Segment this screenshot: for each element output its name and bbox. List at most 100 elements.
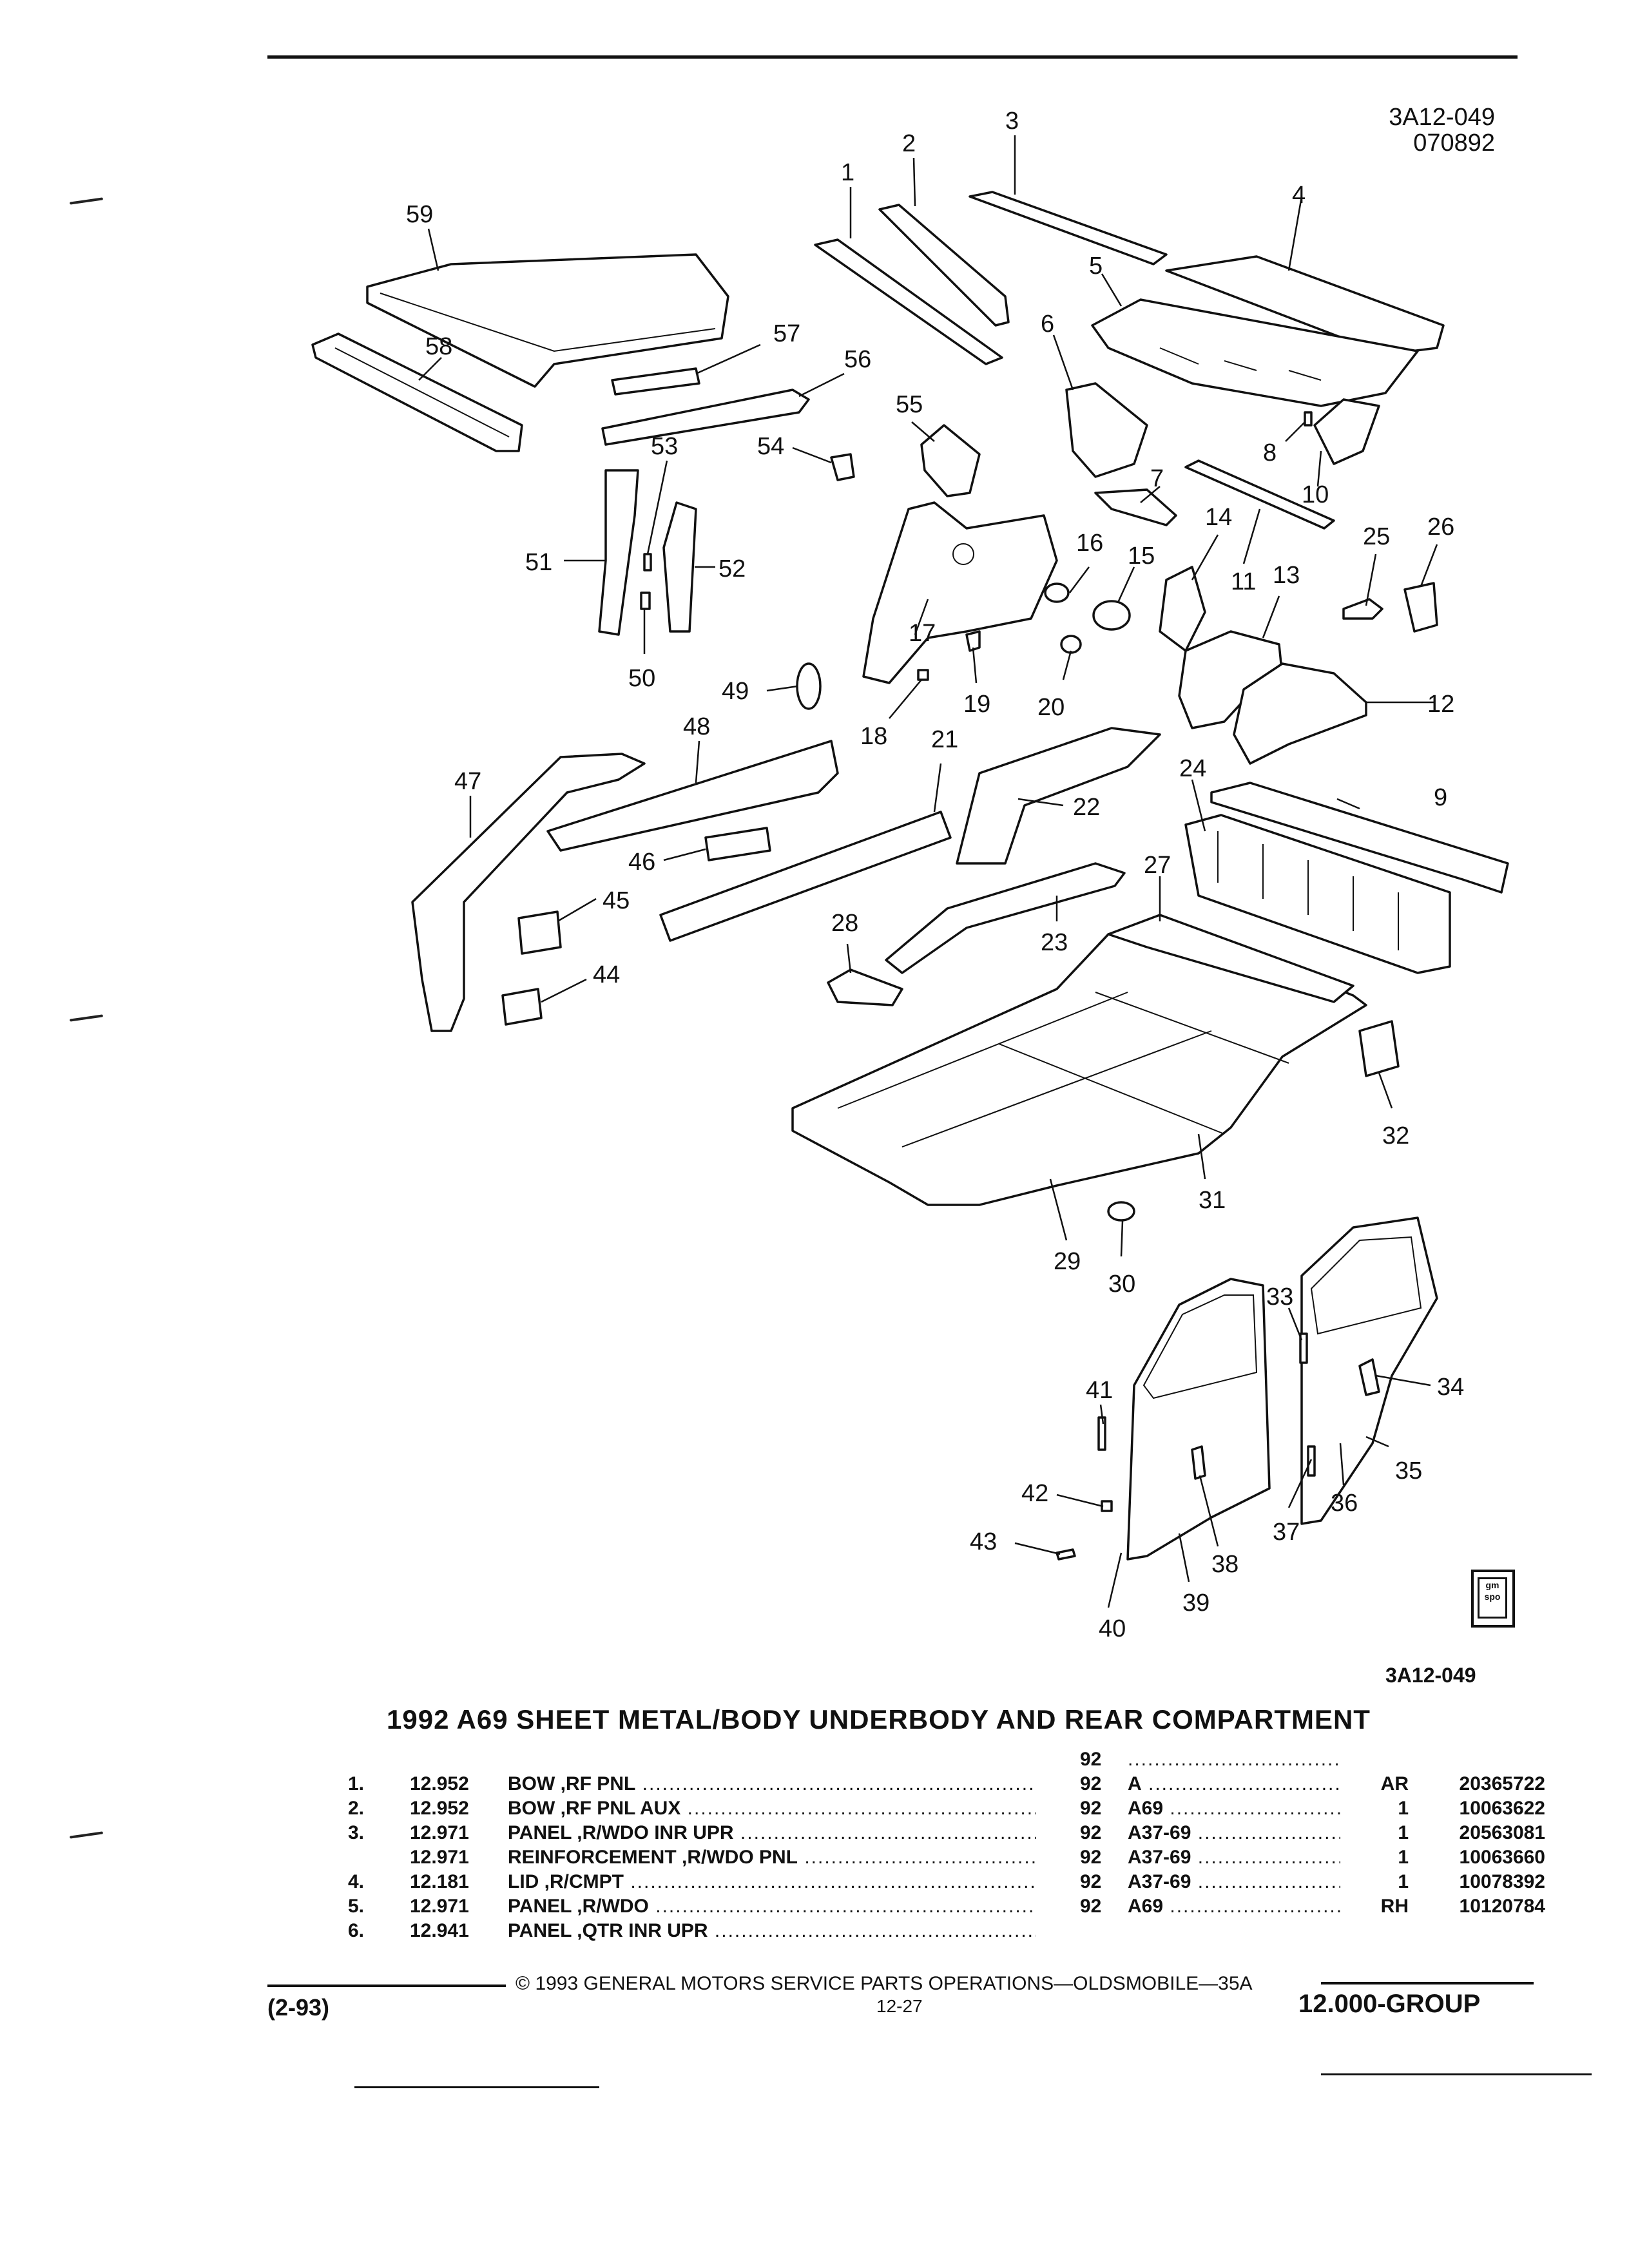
callout-13: 13 (1273, 562, 1300, 589)
quantity: 1 (1398, 1798, 1409, 1819)
part-39-front-door (1126, 1278, 1271, 1561)
model-year: 92 (1080, 1749, 1102, 1770)
logo-text: gm spo (1478, 1577, 1507, 1619)
figure-id: 3A12-049 (1385, 1664, 1476, 1687)
part-30-plug (1107, 1201, 1135, 1222)
callout-22: 22 (1073, 794, 1100, 821)
footer-rule-left (267, 1984, 506, 1987)
part-5-rear-window-panel (1091, 298, 1419, 407)
margin-mark (69, 1831, 104, 1839)
model-year: 92 (1080, 1871, 1102, 1892)
callout-28: 28 (831, 910, 858, 937)
callout-7: 7 (1150, 465, 1164, 492)
model-code: A37-69 (1128, 1821, 1340, 1845)
item-number: 6. (348, 1920, 365, 1941)
part-number: 10063622 (1459, 1798, 1545, 1819)
item-number: 2. (348, 1798, 365, 1819)
callout-55: 55 (896, 391, 923, 418)
callout-52: 52 (718, 555, 746, 582)
part-27-rear-floor (1107, 914, 1354, 1003)
callout-2: 2 (902, 130, 916, 157)
callout-20: 20 (1037, 694, 1065, 721)
callout-47: 47 (454, 768, 481, 795)
part-26 (1403, 582, 1438, 633)
model-code: A37-69 (1128, 1845, 1340, 1870)
table-row: 4. 12.181 LID ,R/CMPT 92 A37-69 1 100783… (348, 1870, 1547, 1894)
part-number: 10063660 (1459, 1847, 1545, 1868)
parts-table: 92 1. 12.952 BOW ,RF PNL 92 A AR 2036572… (348, 1747, 1547, 1943)
part-description: PANEL ,R/WDO INR UPR (508, 1821, 1036, 1845)
part-8-bolt (1304, 411, 1313, 427)
group-label: 12.000-GROUP (1298, 1990, 1481, 2018)
part-7 (1094, 488, 1177, 526)
quantity: AR (1380, 1773, 1409, 1794)
callout-27: 27 (1144, 852, 1171, 879)
model-year: 92 (1080, 1798, 1102, 1819)
model-year: 92 (1080, 1773, 1102, 1794)
callout-50: 50 (628, 665, 655, 692)
callout-6: 6 (1041, 311, 1054, 338)
part-description: LID ,R/CMPT (508, 1870, 1036, 1894)
callout-15: 15 (1128, 543, 1155, 570)
callout-49: 49 (722, 678, 749, 705)
part-33-seal (1299, 1332, 1308, 1364)
callout-57: 57 (773, 320, 800, 347)
callout-37: 37 (1273, 1519, 1300, 1546)
part-57 (611, 367, 700, 396)
model-code: A (1128, 1772, 1340, 1796)
group-number: 12.181 (410, 1871, 469, 1892)
part-6-quarter-inner-upper-panel (1065, 382, 1148, 478)
part-41-seal (1097, 1416, 1106, 1451)
copyright-line: © 1993 GENERAL MOTORS SERVICE PARTS OPER… (516, 1973, 1253, 1994)
model-code: A69 (1128, 1894, 1340, 1919)
part-48-rocker (546, 740, 839, 852)
callout-12: 12 (1427, 691, 1454, 718)
date-code: 070892 (1413, 130, 1495, 157)
revision-date: (2-93) (267, 1994, 330, 2021)
part-description: PANEL ,R/WDO (508, 1894, 1036, 1919)
part-description: BOW ,RF PNL AUX (508, 1796, 1036, 1821)
group-number: 12.952 (410, 1773, 469, 1794)
callout-9: 9 (1434, 784, 1447, 811)
callout-23: 23 (1041, 929, 1068, 956)
item-number: 3. (348, 1822, 365, 1843)
callout-46: 46 (628, 849, 655, 876)
part-32 (1358, 1020, 1400, 1077)
group-number: 12.941 (410, 1920, 469, 1941)
page-number: 12-27 (876, 1996, 923, 2016)
part-42-clip (1101, 1500, 1113, 1512)
part-46 (704, 827, 771, 861)
part-description: REINFORCEMENT ,R/WDO PNL (508, 1845, 1036, 1870)
group-number: 12.971 (410, 1822, 469, 1843)
part-number: 20563081 (1459, 1822, 1545, 1843)
quantity: 1 (1398, 1847, 1409, 1868)
table-row: 92 (348, 1747, 1547, 1772)
callout-17: 17 (909, 620, 936, 647)
part-23-rail (885, 862, 1126, 974)
model-code: A37-69 (1128, 1870, 1340, 1894)
part-49-vent (796, 662, 822, 710)
callout-56: 56 (844, 346, 871, 373)
part-38-handle (1191, 1445, 1206, 1480)
part-19-clip (965, 630, 981, 652)
part-description: PANEL ,QTR INR UPR (508, 1919, 1036, 1943)
part-17-quarter-panel (862, 501, 1058, 684)
item-number: 1. (348, 1773, 365, 1794)
part-43-bolt (1055, 1548, 1076, 1561)
part-11-rod (1184, 459, 1335, 530)
part-20-plug (1060, 635, 1082, 654)
part-15-grommet (1092, 600, 1131, 631)
table-row: 6. 12.941 PANEL ,QTR INR UPR (348, 1919, 1547, 1943)
part-59-roof-panel (366, 253, 729, 388)
part-14 (1159, 566, 1206, 652)
callout-30: 30 (1108, 1271, 1135, 1298)
callout-4: 4 (1292, 182, 1306, 209)
exploded-parts-diagram: 1 2 3 4 5 6 7 8 9 10 11 12 13 14 15 16 1… (311, 108, 1509, 1642)
callout-29: 29 (1054, 1248, 1081, 1275)
part-28 (827, 968, 903, 1006)
callout-35: 35 (1395, 1457, 1422, 1485)
part-47-pillar-rail (411, 753, 646, 1032)
callout-31: 31 (1199, 1187, 1226, 1214)
callout-16: 16 (1076, 530, 1103, 557)
callout-33: 33 (1266, 1283, 1293, 1311)
